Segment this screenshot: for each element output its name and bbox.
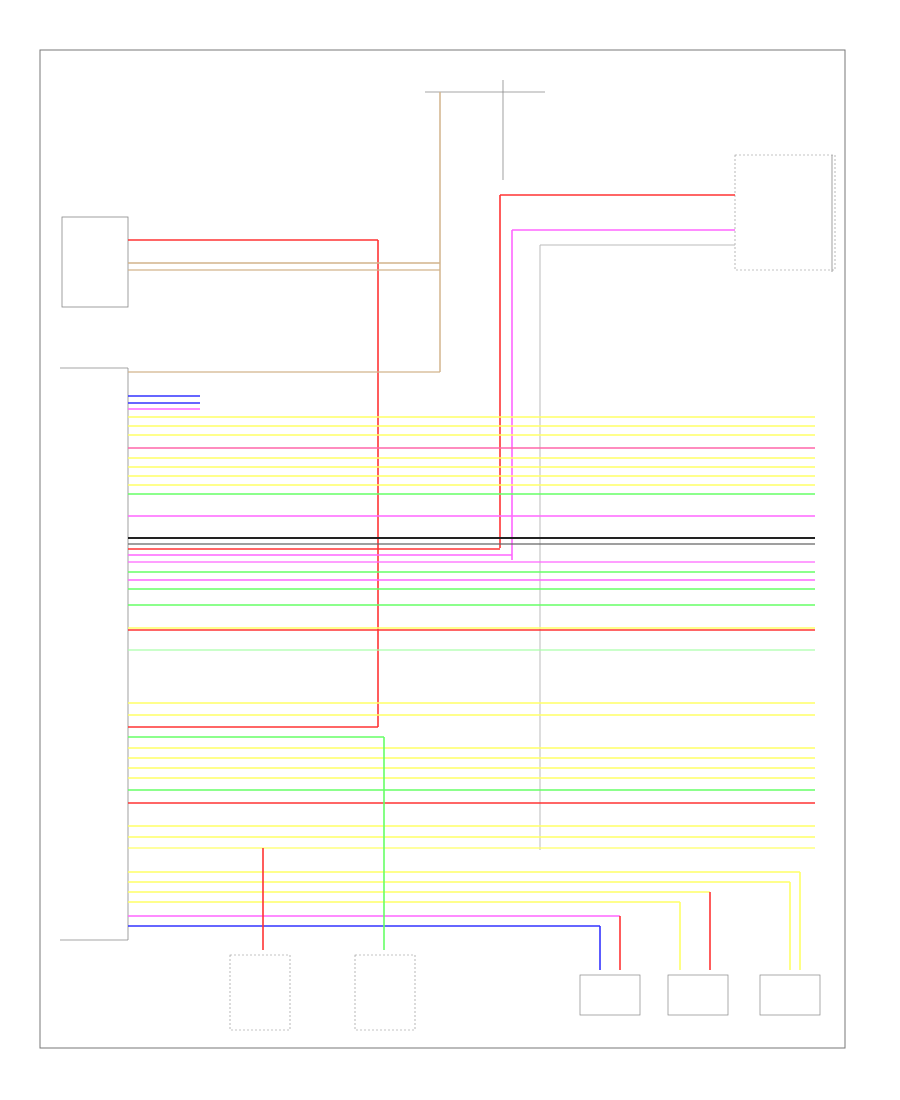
right-module: [734, 154, 836, 271]
bottom-harness: [128, 737, 801, 970]
bottom-module-2: [667, 974, 729, 1016]
left-buckle-switch: [229, 954, 291, 1031]
diagram-frame: [39, 49, 846, 1049]
right-buckle-switch: [354, 954, 416, 1031]
harness-runs: [128, 416, 815, 849]
top-left-module: [61, 216, 129, 308]
bottom-module-3: [759, 974, 821, 1016]
bottom-module-1: [579, 974, 641, 1016]
